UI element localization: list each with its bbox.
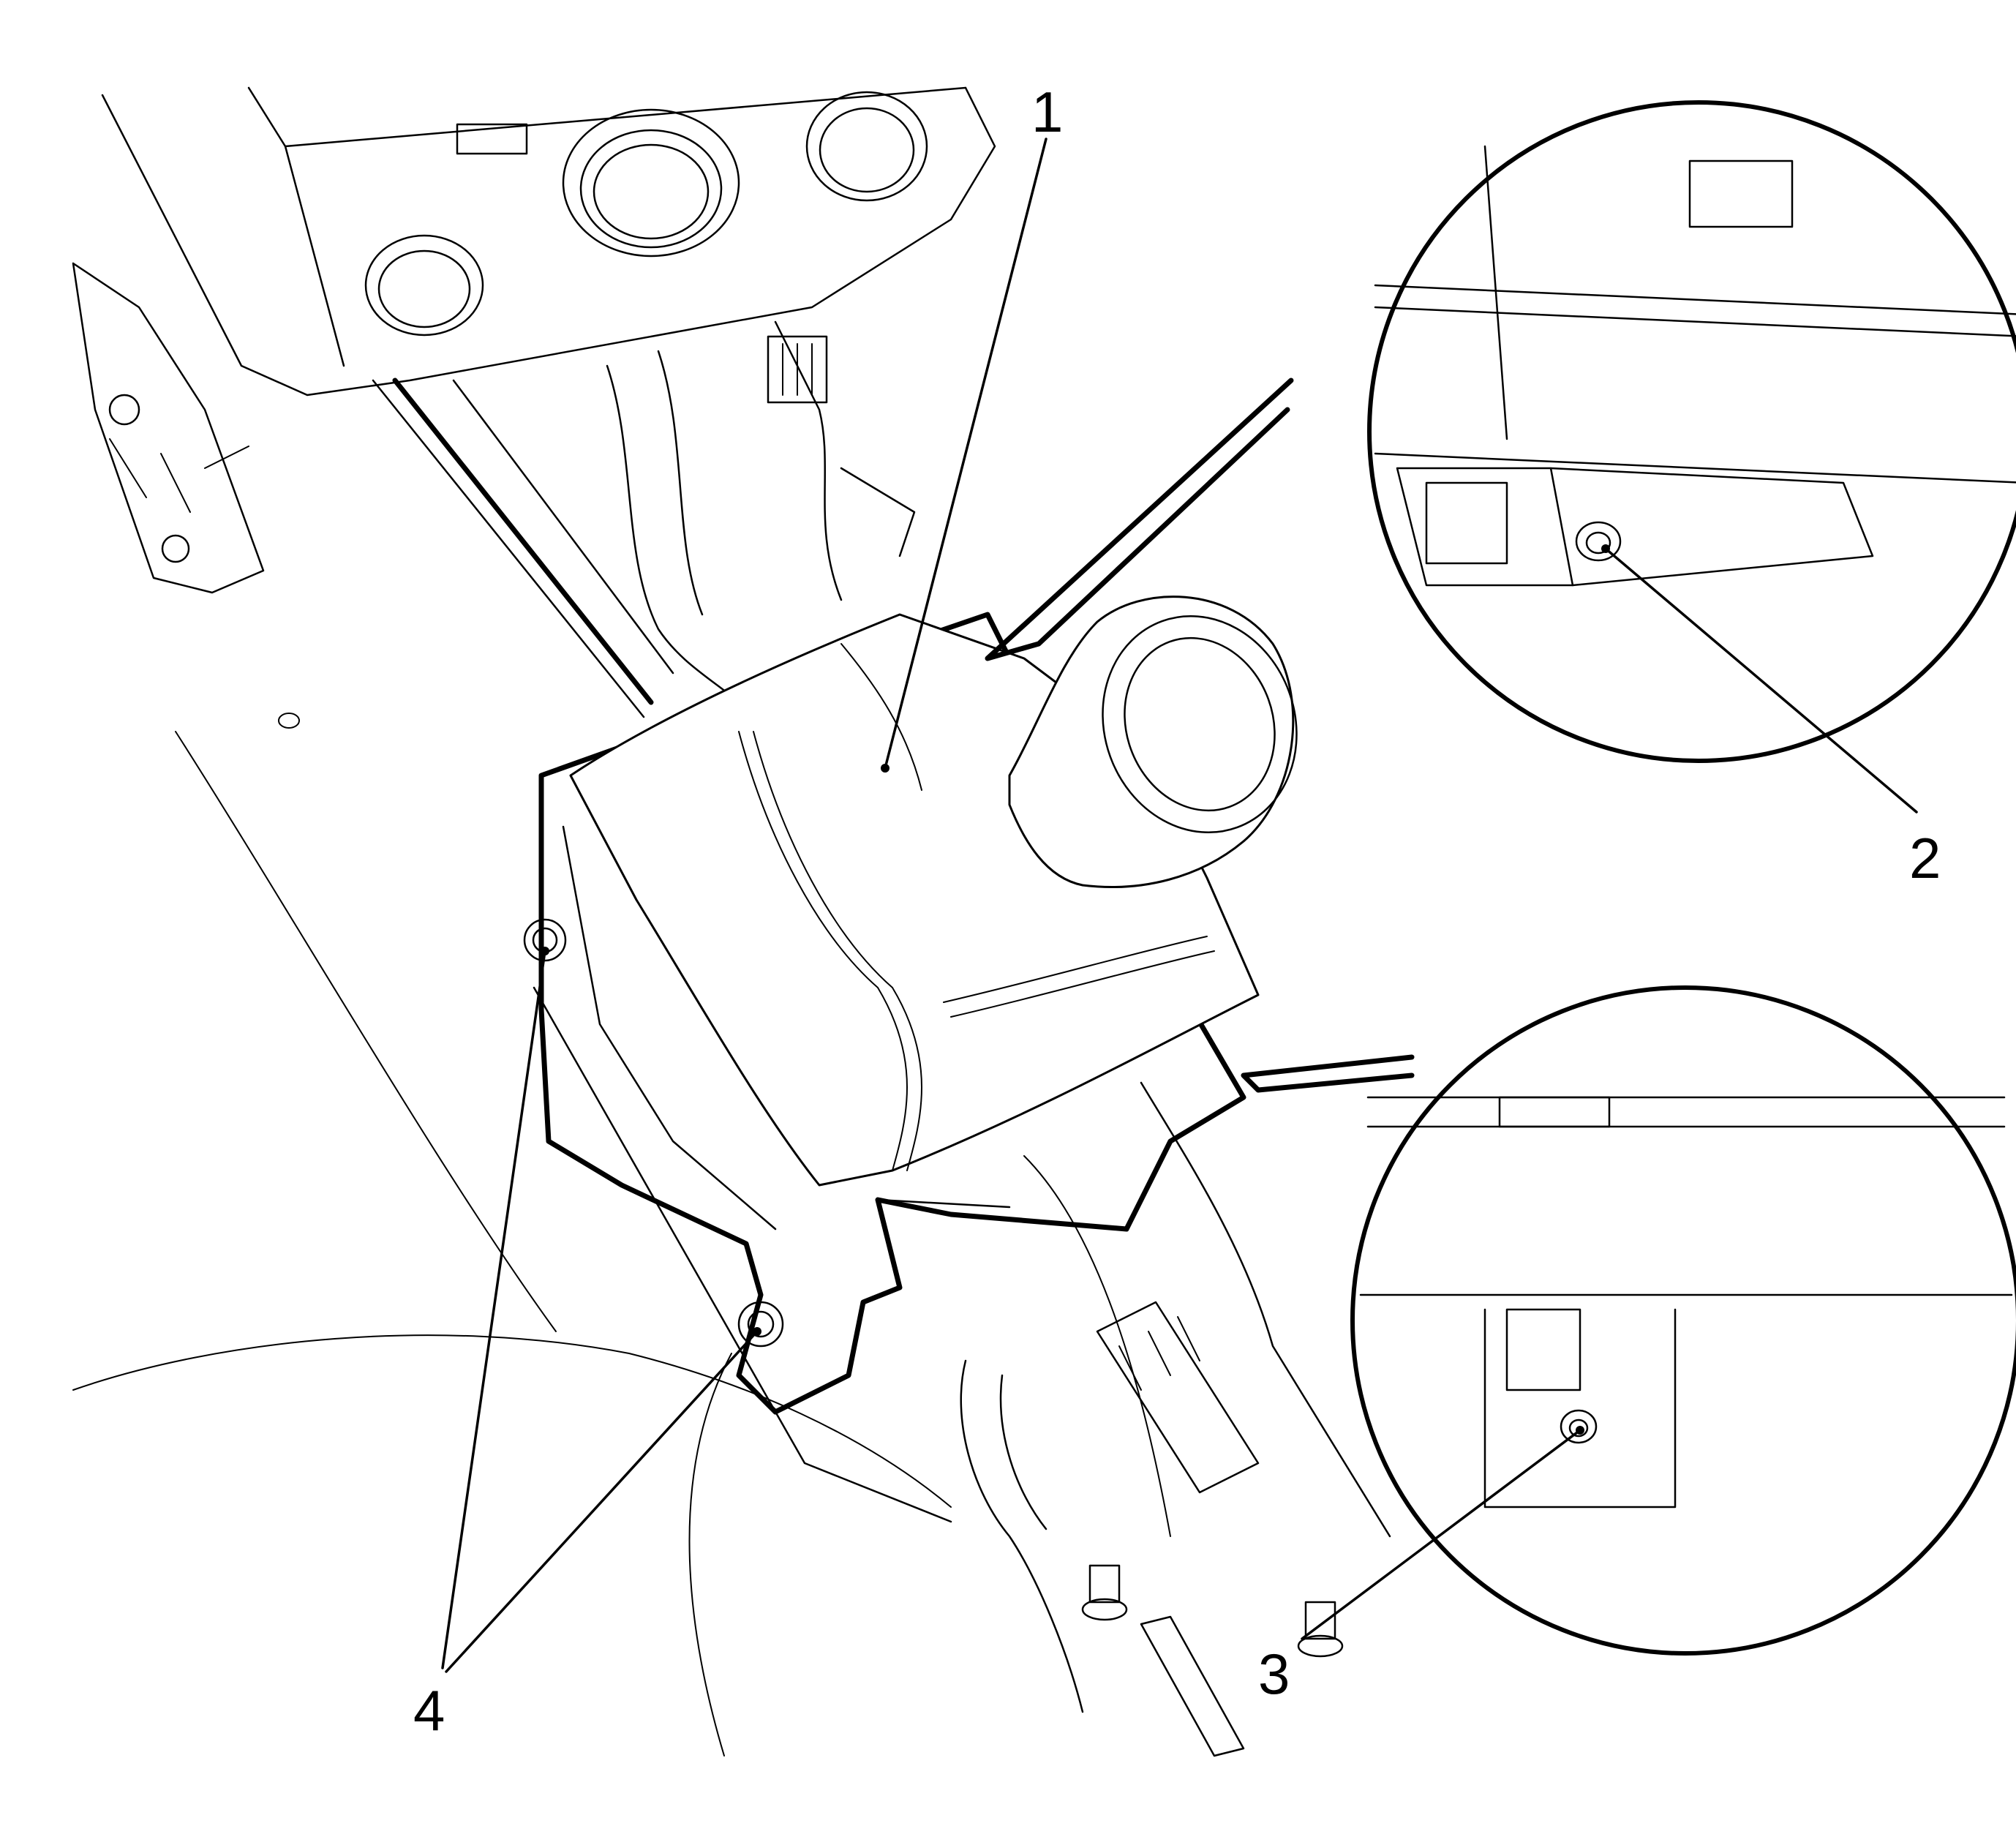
leader-1-dot: [881, 764, 889, 773]
callout-2: 2: [1909, 826, 1941, 890]
detail-lower-clip: [1498, 1096, 1611, 1128]
leader-2: [1604, 547, 1918, 814]
left-dash-bracket: [72, 262, 265, 594]
detail-upper-fastener: [1575, 521, 1622, 562]
console-tunnel: [372, 377, 1391, 1757]
callout-3: 3: [1258, 1642, 1290, 1706]
bezel-screw-lower: [737, 1301, 784, 1348]
callout-4: 4: [413, 1678, 445, 1743]
leader-3: [1301, 1429, 1581, 1640]
leader-4a: [441, 950, 546, 1669]
leader-4b-dot: [753, 1327, 761, 1336]
leader-4b: [445, 1330, 759, 1673]
stud-bolt-left: [1081, 1564, 1128, 1621]
hvac-knob-left: [364, 234, 484, 337]
stud-bolt-right: [1297, 1601, 1344, 1658]
shift-knob: [1008, 595, 1298, 888]
callout-1: 1: [1031, 80, 1063, 144]
detail-lower-fastener: [1560, 1409, 1598, 1444]
hvac-knob-center: [562, 108, 740, 258]
floor-and-seat-outline: [72, 713, 1171, 1757]
hvac-control-panel: [101, 86, 996, 397]
leader-3-dot: [1576, 1426, 1584, 1435]
leader-4a-dot: [541, 947, 549, 955]
leader-lines: [441, 138, 1918, 1673]
leader-2-dot: [1601, 544, 1610, 553]
detail-upper-connector: [1688, 159, 1794, 228]
detail-view-lower: [1241, 985, 2016, 1656]
panel-switch: [456, 123, 528, 155]
harness-connector: [767, 335, 828, 404]
detail-view-upper: [985, 100, 2016, 763]
leader-1: [884, 138, 1048, 770]
console-connector: [1096, 1301, 1260, 1494]
hvac-knob-right: [805, 91, 928, 202]
